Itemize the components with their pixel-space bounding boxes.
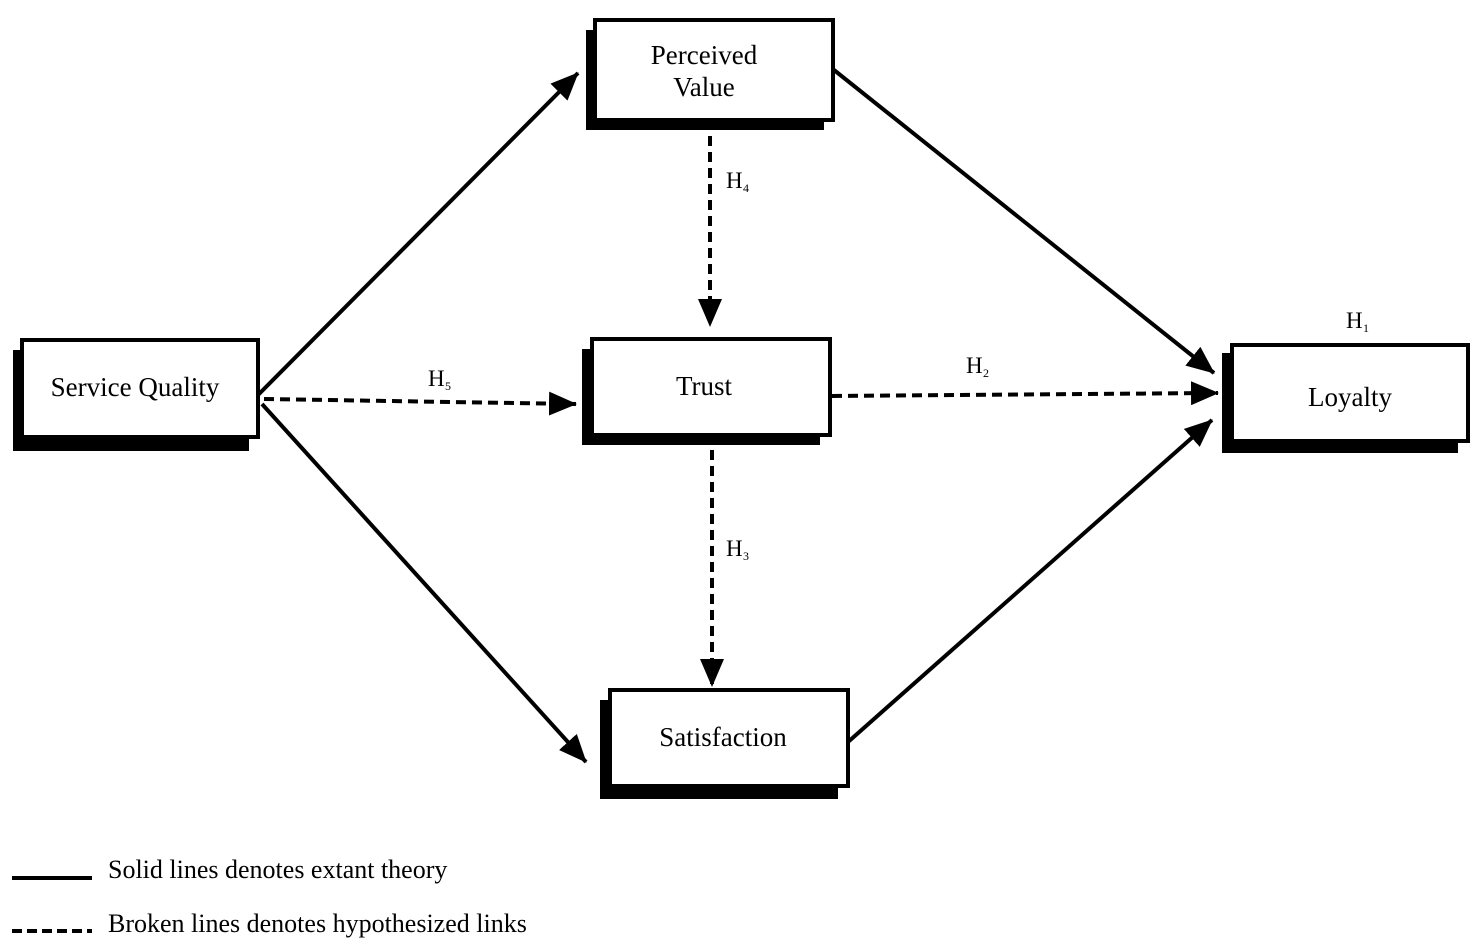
node-label: Satisfaction [659,722,787,752]
hypothesis-label-h2: H 2 [966,353,989,380]
legend-item-solid: Solid lines denotes extant theory [12,855,447,884]
hypothesis-letter: H [966,353,983,378]
legend-dashed-label: Broken lines denotes hypothesized links [108,909,527,938]
node-box [1230,343,1470,443]
node-service-quality: Service Quality [13,338,260,451]
edge-perceived-value-to-loyalty [832,68,1216,375]
hypothesis-letter: H [428,366,445,391]
node-label: Trust [676,371,733,401]
node-box [590,337,832,437]
hypothesis-subscript: 3 [743,549,749,563]
hypothesis-subscript: 4 [743,181,749,195]
node-loyalty: Loyalty [1222,343,1470,453]
node-label-line1: Perceived [651,40,758,70]
hypothesis-label-h1: H 1 [1346,308,1369,335]
hypothesis-label-h3: H 3 [726,536,749,563]
legend-solid-label: Solid lines denotes extant theory [108,855,447,884]
edge-trust-to-loyalty [831,381,1219,406]
hypothesis-subscript: 1 [1363,321,1369,335]
edge-service-quality-to-perceived-value [256,71,580,397]
node-trust: Trust [582,337,832,445]
node-label-line2: Value [673,72,734,102]
legend: Solid lines denotes extant theory Broken… [12,855,527,938]
hypothesis-subscript: 5 [445,379,451,393]
node-satisfaction: Satisfaction [600,688,850,799]
node-box [608,688,850,788]
hypothesis-label-h4: H 4 [726,168,749,195]
node-label: Loyalty [1308,382,1392,412]
hypothesis-letter: H [726,168,743,193]
node-box [20,338,260,439]
legend-item-dashed: Broken lines denotes hypothesized links [12,909,527,938]
node-label: Service Quality [51,372,220,402]
node-perceived-value: Perceived Value [586,18,835,130]
edge-service-quality-to-satisfaction [260,402,588,764]
hypothesis-label-h5: H 5 [428,366,451,393]
node-box [593,18,835,122]
hypothesis-letter: H [726,536,743,561]
edge-satisfaction-to-loyalty [846,418,1214,744]
hypothesis-subscript: 2 [983,366,989,380]
hypothesis-letter: H [1346,308,1363,333]
edge-service-quality-to-trust [263,391,577,416]
